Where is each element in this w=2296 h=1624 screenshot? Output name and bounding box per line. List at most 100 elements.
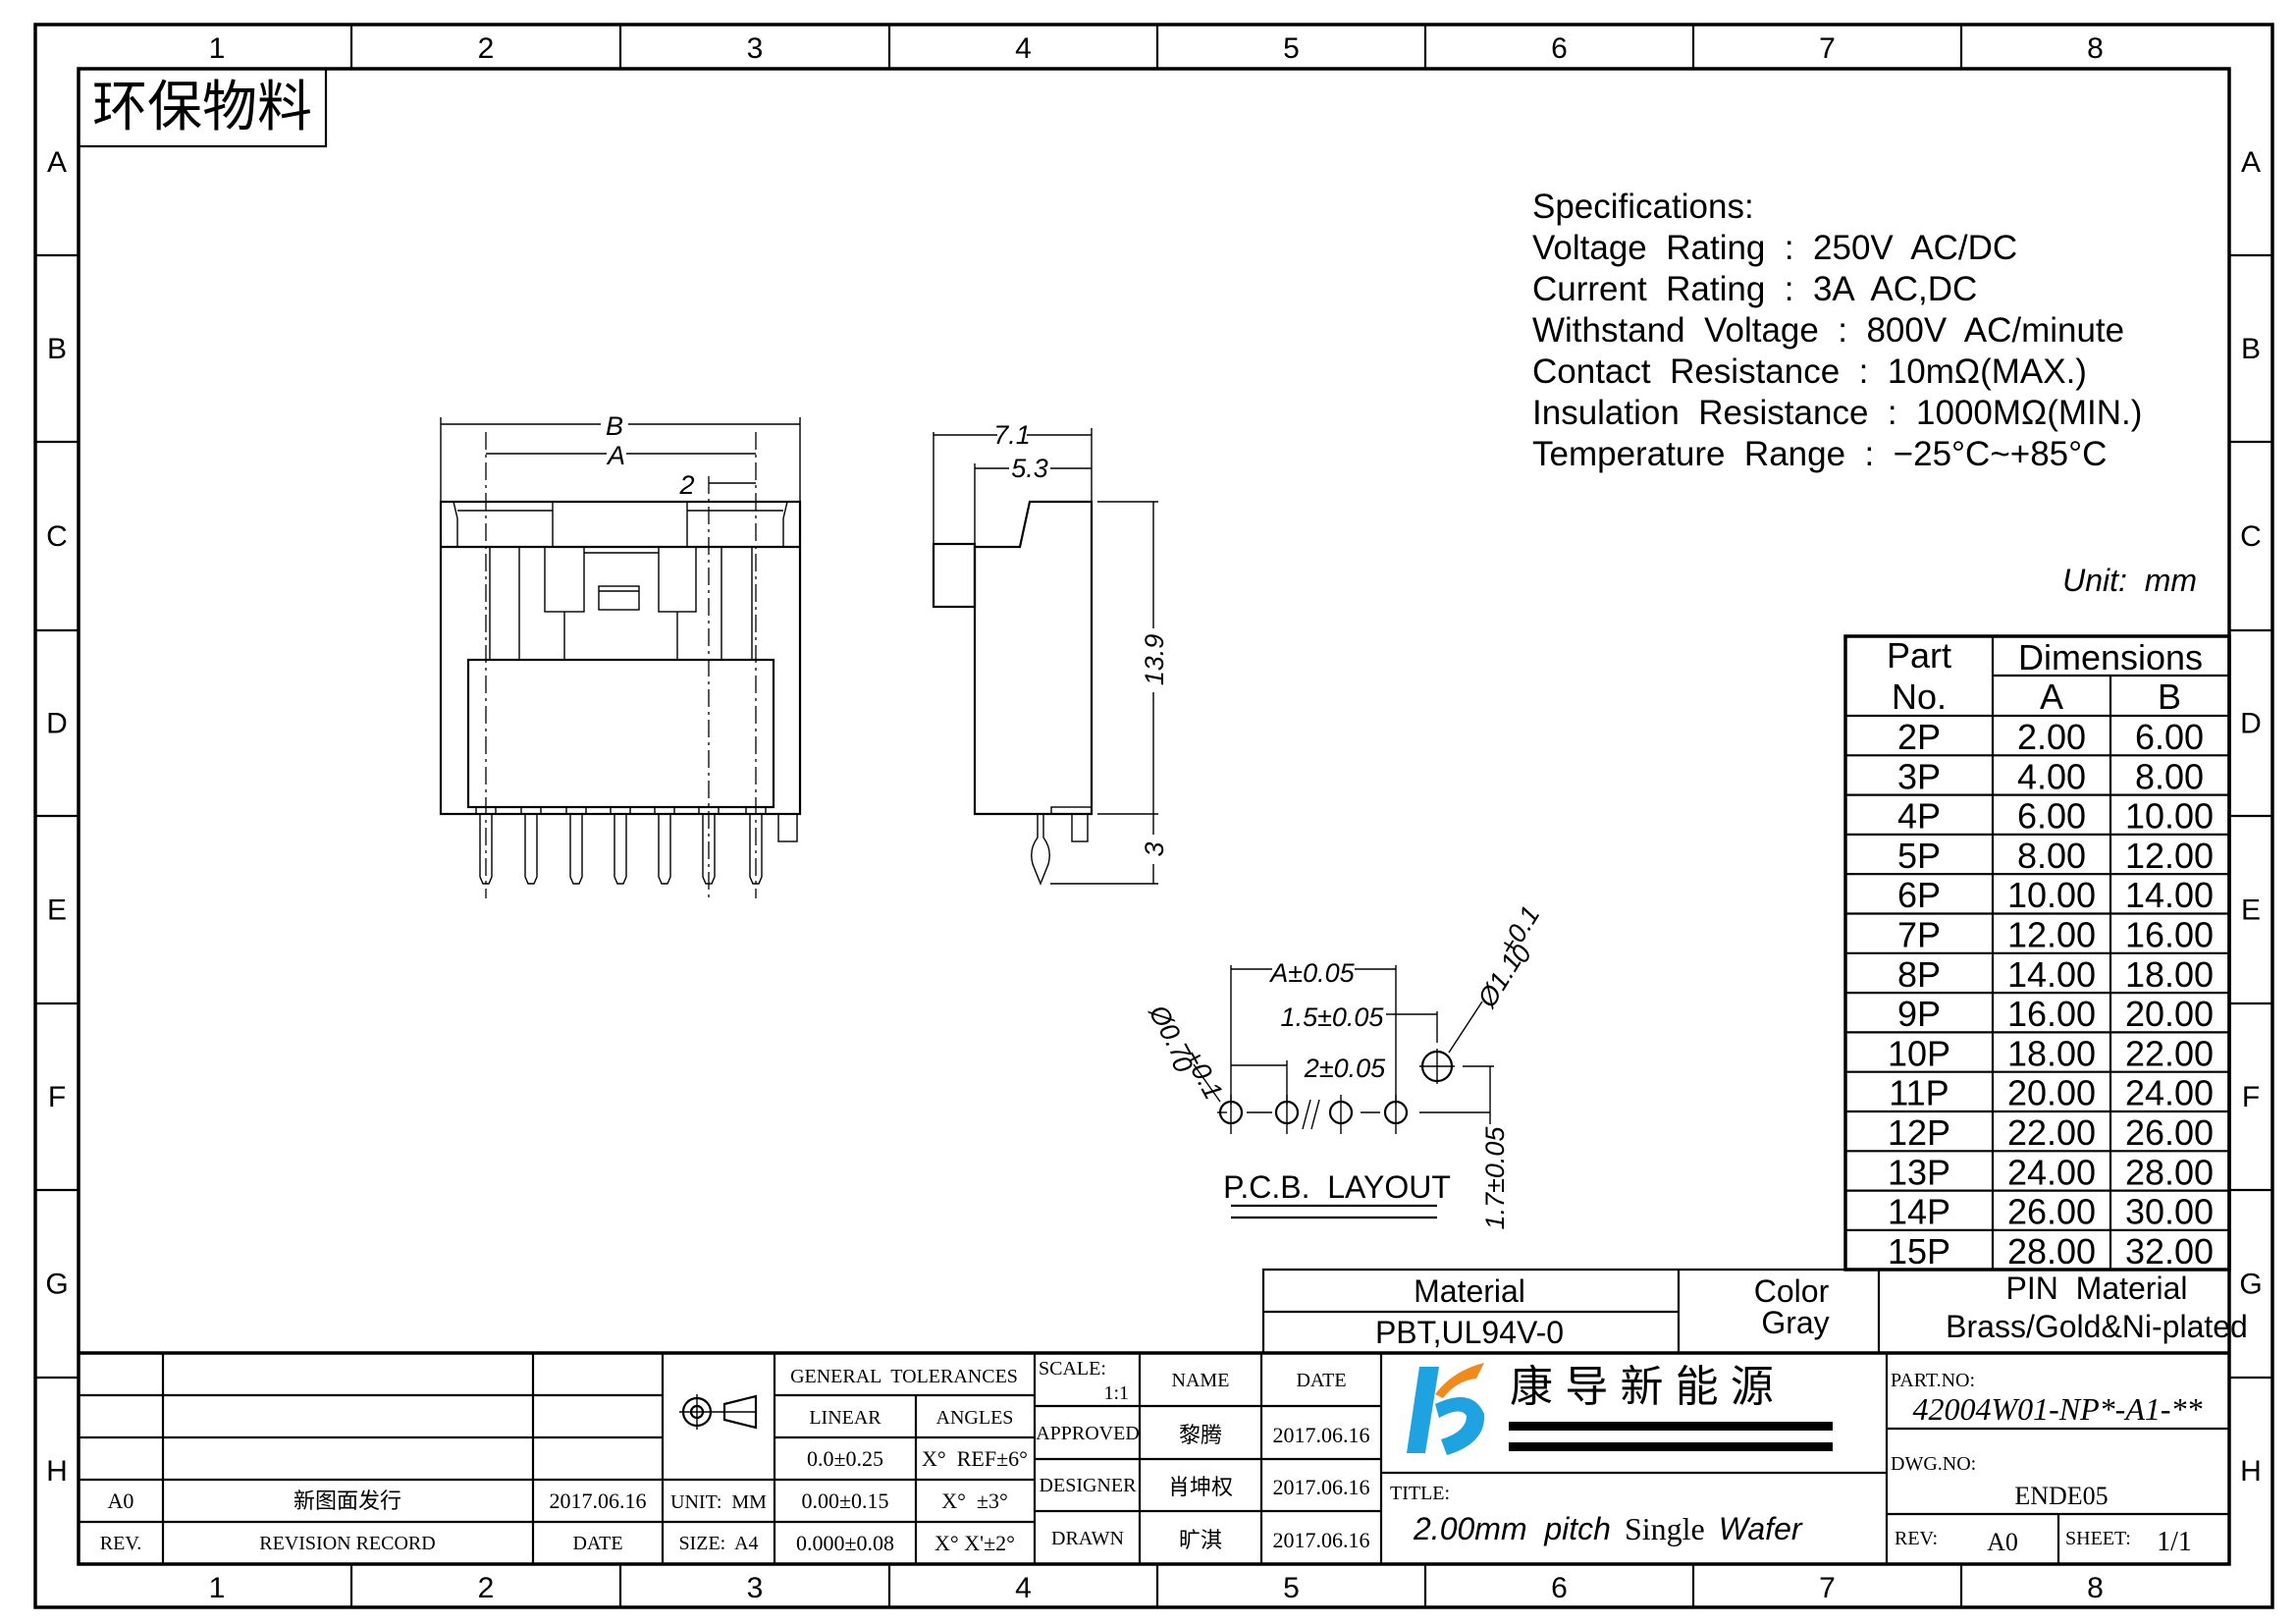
dim-b-cell: 8.00 [2135,756,2204,796]
dim-b-cell: 24.00 [2125,1073,2214,1113]
dim-b-cell: 14.00 [2125,875,2214,915]
linear-tol-2: 0.00±0.15 [801,1489,888,1513]
designer-date: 2017.06.16 [1273,1475,1370,1499]
angle-tol-2: X° ±3° [941,1489,1008,1513]
dim-a-cell: 26.00 [2007,1192,2096,1232]
row-letter-right: G [2239,1269,2262,1301]
part-number-cell: 5P [1897,836,1941,876]
row-letter-left: D [46,708,68,740]
color-label: Color [1754,1273,1830,1309]
pin-material-label: PIN Material [2006,1271,2188,1306]
spec-insulation: Insulation Resistance : 1000MΩ(MIN.) [1532,394,2142,432]
row-letter-left: A [47,146,67,179]
dim-height-label: 13.9 [1140,634,1169,686]
revision-date: 2017.06.16 [550,1489,647,1513]
scale-value: 1:1 [1103,1382,1129,1404]
projection-symbol-icon [679,1394,758,1430]
row-letter-right: E [2241,894,2261,927]
dim-width-label: 7.1 [993,420,1031,450]
dim-b-cell: 22.00 [2125,1033,2214,1073]
dim-a-cell: 14.00 [2007,954,2096,995]
material-label: Material [1414,1273,1525,1309]
approved-name: 黎腾 [1179,1423,1222,1447]
dim-a-cell: 6.00 [2017,796,2086,837]
dim-b-cell: 28.00 [2125,1152,2214,1192]
unit-value: UNIT: MM [670,1491,767,1513]
approved-label: APPROVED [1036,1423,1140,1444]
pin [520,807,542,885]
linear-tol-3: 0.000±0.08 [796,1531,894,1555]
part-number-cell: 8P [1897,954,1941,995]
sheet-value: 1/1 [2157,1527,2192,1557]
rev-label: REV: [1895,1528,1938,1549]
angles-label: ANGLES [936,1407,1014,1429]
part-number-cell: 13P [1888,1152,1950,1192]
dim-a-cell: 18.00 [2007,1033,2096,1073]
angle-tol-1: X° REF±6° [922,1446,1028,1471]
scale-label: SCALE: [1039,1358,1106,1380]
drawn-label: DRAWN [1051,1528,1124,1549]
part-number-cell: 10P [1888,1033,1950,1073]
title-block: A0 新图面发行 2017.06.16 REV. REVISION RECORD… [79,1351,2229,1564]
pcb-layout: A±0.05 1.5±0.05 2±0.05 1.7±0.05 Ø0.7 +0.… [1143,900,1545,1229]
pcb-layout-title: P.C.B. LAYOUT [1223,1169,1451,1205]
header-part: Part [1887,635,1951,676]
column-number-bottom: 2 [478,1572,495,1604]
pin-material-value: Brass/Gold&Ni-plated [1946,1309,2248,1344]
dim-a-cell: 28.00 [2007,1231,2096,1272]
designer-name: 肖坤权 [1168,1475,1233,1499]
dim-pitch-label: 2 [678,470,694,500]
small-hole-callout: Ø0.7 +0.1 0 [1143,1000,1228,1105]
spec-contact: Contact Resistance : 10mΩ(MAX.) [1532,352,2087,391]
row-letter-left: H [46,1455,68,1488]
pcb-dim-offset: 1.5±0.05 [1281,1002,1385,1032]
row-letter-right: D [2240,708,2262,740]
part-number-cell: 14P [1888,1192,1950,1232]
pcb-dim-a: A±0.05 [1268,958,1355,988]
dim-a-cell: 20.00 [2007,1073,2096,1113]
dim-a-cell: 22.00 [2007,1112,2096,1153]
dwg-no-label: DWG.NO: [1891,1453,1976,1475]
header-a: A [2040,677,2063,717]
general-tolerances-heading: GENERAL TOLERANCES [790,1366,1018,1387]
row-letter-right: H [2240,1455,2262,1488]
dim-b-cell: 12.00 [2125,836,2214,876]
part-no-label: PART.NO: [1891,1370,1975,1391]
table-row: 10P 18.00 22.00 [1845,1031,2229,1073]
name-label: NAME [1172,1370,1230,1391]
dim-b-cell: 18.00 [2125,954,2214,995]
unit-label: Unit: mm [2062,563,2197,598]
part-number-cell: 3P [1897,756,1941,796]
row-letter-left: E [47,894,67,927]
table-row: 8P 14.00 18.00 [1845,951,2229,995]
revision-rev: A0 [108,1489,134,1513]
part-number-cell: 9P [1897,994,1941,1034]
revision-record: 新图面发行 [294,1489,401,1513]
eco-material-stamp: 环保物料 [77,67,328,148]
row-letter-right: B [2241,333,2261,365]
dim-b-cell: 30.00 [2125,1192,2214,1232]
designer-label: DESIGNER [1040,1475,1138,1496]
dim-b-cell: 20.00 [2125,994,2214,1034]
part-number-cell: 7P [1897,915,1941,955]
color-value: Gray [1761,1305,1829,1340]
linear-tol-1: 0.0±0.25 [807,1446,883,1471]
column-number-top: 8 [2087,32,2104,65]
dim-a-cell: 10.00 [2007,875,2096,915]
dim-a-cell: 4.00 [2017,756,2086,796]
column-number-top: 5 [1283,32,1300,65]
title-label: TITLE: [1390,1483,1450,1504]
row-letter-left: B [47,333,67,365]
table-row: 14P 26.00 30.00 [1845,1189,2229,1232]
column-number-top: 4 [1015,32,1032,65]
sheet-label: SHEET: [2065,1528,2131,1549]
